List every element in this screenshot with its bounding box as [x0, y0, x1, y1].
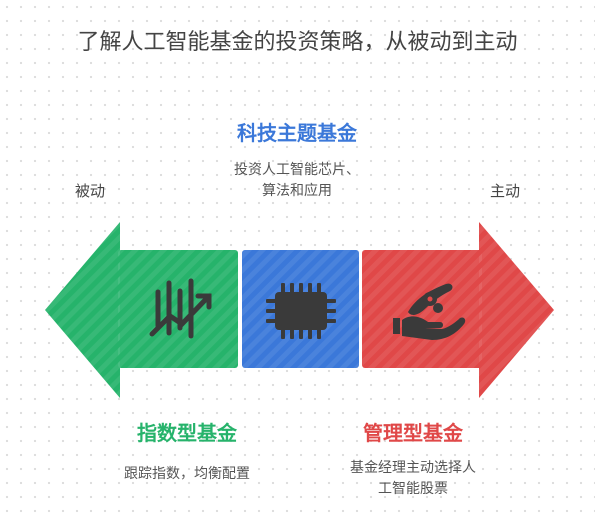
- description-line: 投资人工智能芯片、: [234, 162, 360, 178]
- managed-fund-description: 基金经理主动选择人 工智能股票: [313, 458, 513, 500]
- tech-theme-fund-heading: 科技主题基金: [237, 121, 357, 145]
- chip-icon: [266, 283, 336, 339]
- passive-label: 被动: [74, 182, 105, 200]
- description-line: 基金经理主动选择人: [350, 460, 476, 476]
- stock-chart-icon: [149, 278, 212, 339]
- active-label: 主动: [489, 182, 520, 200]
- description-line: 算法和应用: [262, 183, 332, 199]
- managed-fund-heading: 管理型基金: [363, 421, 463, 445]
- page-title: 了解人工智能基金的投资策略，从被动到主动: [77, 30, 518, 55]
- index-fund-heading: 指数型基金: [137, 421, 237, 445]
- description-line: 工智能股票: [378, 481, 448, 497]
- tech-theme-fund-description: 投资人工智能芯片、 算法和应用: [197, 160, 397, 202]
- index-fund-description: 跟踪指数，均衡配置: [124, 466, 250, 482]
